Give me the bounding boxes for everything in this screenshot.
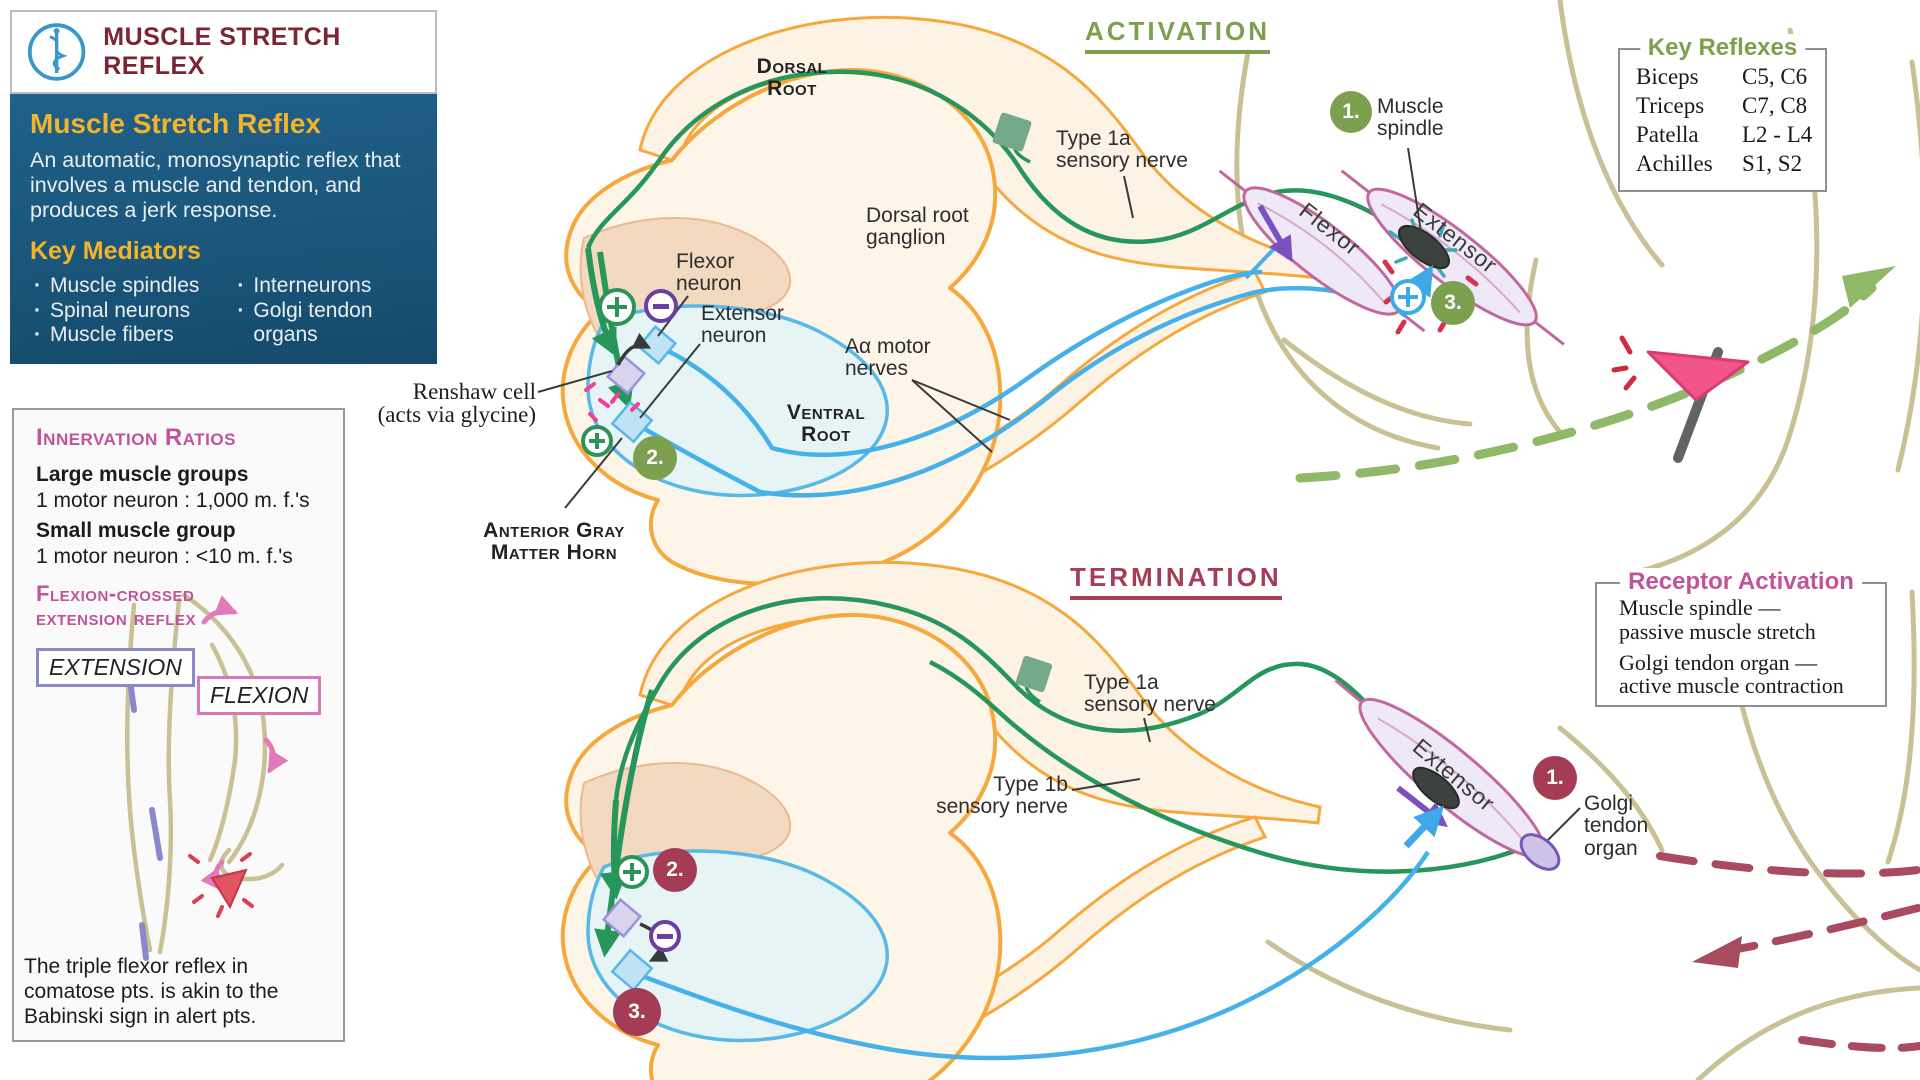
termination-interneuron-cell xyxy=(601,897,643,939)
ventral-root-label: Ventral Root xyxy=(786,401,866,447)
inhibitory-minus-icon xyxy=(644,289,678,323)
babinski-note: The triple flexor reflex in comatose pts… xyxy=(24,955,279,1029)
mediator-item: Muscle fibers xyxy=(30,323,233,347)
rod-of-asclepius-icon xyxy=(27,23,86,81)
termination-ganglion-cell xyxy=(1015,655,1053,693)
excitatory-plus-icon xyxy=(581,425,613,457)
reflex-level: L2 - L4 xyxy=(1742,121,1813,147)
table-row: Achilles S1, S2 xyxy=(1620,149,1825,178)
golgi-tendon-organ-shape xyxy=(1519,833,1561,871)
reflex-level: C7, C8 xyxy=(1742,92,1808,118)
table-row: Patella L2 - L4 xyxy=(1620,120,1825,149)
receptor-activation-box: Receptor Activation Muscle spindle — pas… xyxy=(1595,568,1887,707)
excitatory-plus-icon xyxy=(1390,279,1426,315)
kick-direction-arrow xyxy=(1295,266,1896,483)
step-badge-1-termination: 1. xyxy=(1533,756,1577,800)
relax-direction-arrow xyxy=(1656,852,1920,1052)
muscle-spindle-label: Muscle spindle xyxy=(1377,95,1444,141)
termination-spindle-shape xyxy=(1412,766,1460,810)
step-badge-3-activation: 3. xyxy=(1431,281,1475,325)
type1b-label-termination: Type 1b sensory nerve xyxy=(936,773,1068,819)
innervation-ratios-box: Innervation Ratios Large muscle groups 1… xyxy=(12,408,345,1042)
anterior-horn-label: Anterior Gray Matter Horn xyxy=(483,519,625,565)
mediator-item: Spinal neurons xyxy=(30,299,233,323)
flexor-stimulus-arrow xyxy=(1257,204,1293,263)
receptor-item: Muscle spindle — passive muscle stretch xyxy=(1619,595,1816,644)
overview-description: An automatic, monosynaptic reflex that i… xyxy=(30,148,401,223)
extensor-neuron-label: Extensor neuron xyxy=(701,302,784,348)
muscle-spindle-shape xyxy=(1388,218,1458,278)
flexor-neuron-label: Flexor neuron xyxy=(676,250,742,296)
page-title: MUSCLE STRETCH REFLEX xyxy=(103,23,341,80)
step-badge-1-activation: 1. xyxy=(1330,91,1372,133)
extensor-neuron-cell xyxy=(610,400,654,444)
stimulus-triangle xyxy=(210,868,248,910)
termination-motor-nerve xyxy=(641,850,1430,1061)
reflex-name: Patella xyxy=(1636,121,1699,147)
type1a-label-termination: Type 1a sensory nerve xyxy=(1084,671,1216,717)
flexion-tag: FLEXION xyxy=(197,676,322,715)
activation-section-title: ACTIVATION xyxy=(1085,16,1271,54)
step-badge-3-termination: 3. xyxy=(613,988,661,1036)
key-mediators-title: Key Mediators xyxy=(30,237,201,266)
renshaw-inhibition-arrow xyxy=(616,332,652,366)
renshaw-cell-shape xyxy=(605,354,647,396)
extensor-muscle-shape xyxy=(1340,169,1565,346)
overview-panel: Muscle Stretch Reflex An automatic, mono… xyxy=(10,94,437,364)
table-row: Triceps C7, C8 xyxy=(1620,91,1825,120)
excitatory-plus-icon xyxy=(615,855,649,889)
termination-motor-neuron-cell xyxy=(610,948,654,992)
key-reflexes-title: Key Reflexes xyxy=(1639,34,1806,62)
dorsal-root-ganglion-label: Dorsal root ganglion xyxy=(866,204,969,250)
excitatory-plus-icon xyxy=(598,288,636,326)
mediator-item: Muscle spindles xyxy=(30,274,233,298)
a-alpha-motor-label: Aα motor nerves xyxy=(845,335,931,381)
large-muscle-label: Large muscle groups xyxy=(36,463,249,486)
renshaw-cell-label: Renshaw cell (acts via glycine) xyxy=(377,379,536,427)
golgi-tendon-organ-label: Golgi tendon organ xyxy=(1584,792,1649,860)
reflex-name: Biceps xyxy=(1636,63,1699,89)
reflex-hammer-icon xyxy=(1611,335,1750,463)
extension-tag: EXTENSION xyxy=(36,648,195,687)
header-card: MUSCLE STRETCH REFLEX xyxy=(10,10,437,94)
termination-motor-arrow xyxy=(1403,805,1445,849)
flexor-muscle-shape xyxy=(1218,169,1426,333)
innervation-title: Innervation Ratios xyxy=(36,424,236,451)
inhibitory-minus-icon xyxy=(649,920,681,952)
overview-title: Muscle Stretch Reflex xyxy=(30,108,321,139)
large-muscle-value: 1 motor neuron : 1,000 m. f.'s xyxy=(36,489,310,512)
glycine-dashes xyxy=(584,382,640,422)
flexion-crossed-title: Flexion-crossed extension reflex xyxy=(36,581,196,631)
step-badge-2-activation: 2. xyxy=(633,436,677,480)
key-reflexes-box: Key Reflexes Biceps C5, C6 Triceps C7, C… xyxy=(1618,34,1827,192)
step-badge-2-termination: 2. xyxy=(653,848,697,892)
reflex-name: Triceps xyxy=(1636,92,1705,118)
reflex-name: Achilles xyxy=(1636,150,1713,176)
reflex-level: C5, C6 xyxy=(1742,63,1808,89)
pointer-lines xyxy=(537,147,1581,841)
small-muscle-value: 1 motor neuron : <10 m. f.'s xyxy=(36,545,293,568)
table-row: Biceps C5, C6 xyxy=(1620,62,1825,91)
mediator-item: Golgi tendon organs xyxy=(233,299,417,347)
mediator-item: Interneurons xyxy=(233,274,417,298)
receptor-item: Golgi tendon organ — active muscle contr… xyxy=(1619,649,1844,699)
receptor-activation-title: Receptor Activation xyxy=(1620,568,1862,596)
reflex-level: S1, S2 xyxy=(1742,150,1803,176)
dorsal-root-ganglion-cell xyxy=(992,112,1032,152)
type1a-label-activation: Type 1a sensory nerve xyxy=(1056,127,1188,173)
small-muscle-label: Small muscle group xyxy=(36,519,236,542)
termination-section-title: TERMINATION xyxy=(1070,562,1282,600)
dorsal-root-label: Dorsal Root xyxy=(756,55,828,101)
